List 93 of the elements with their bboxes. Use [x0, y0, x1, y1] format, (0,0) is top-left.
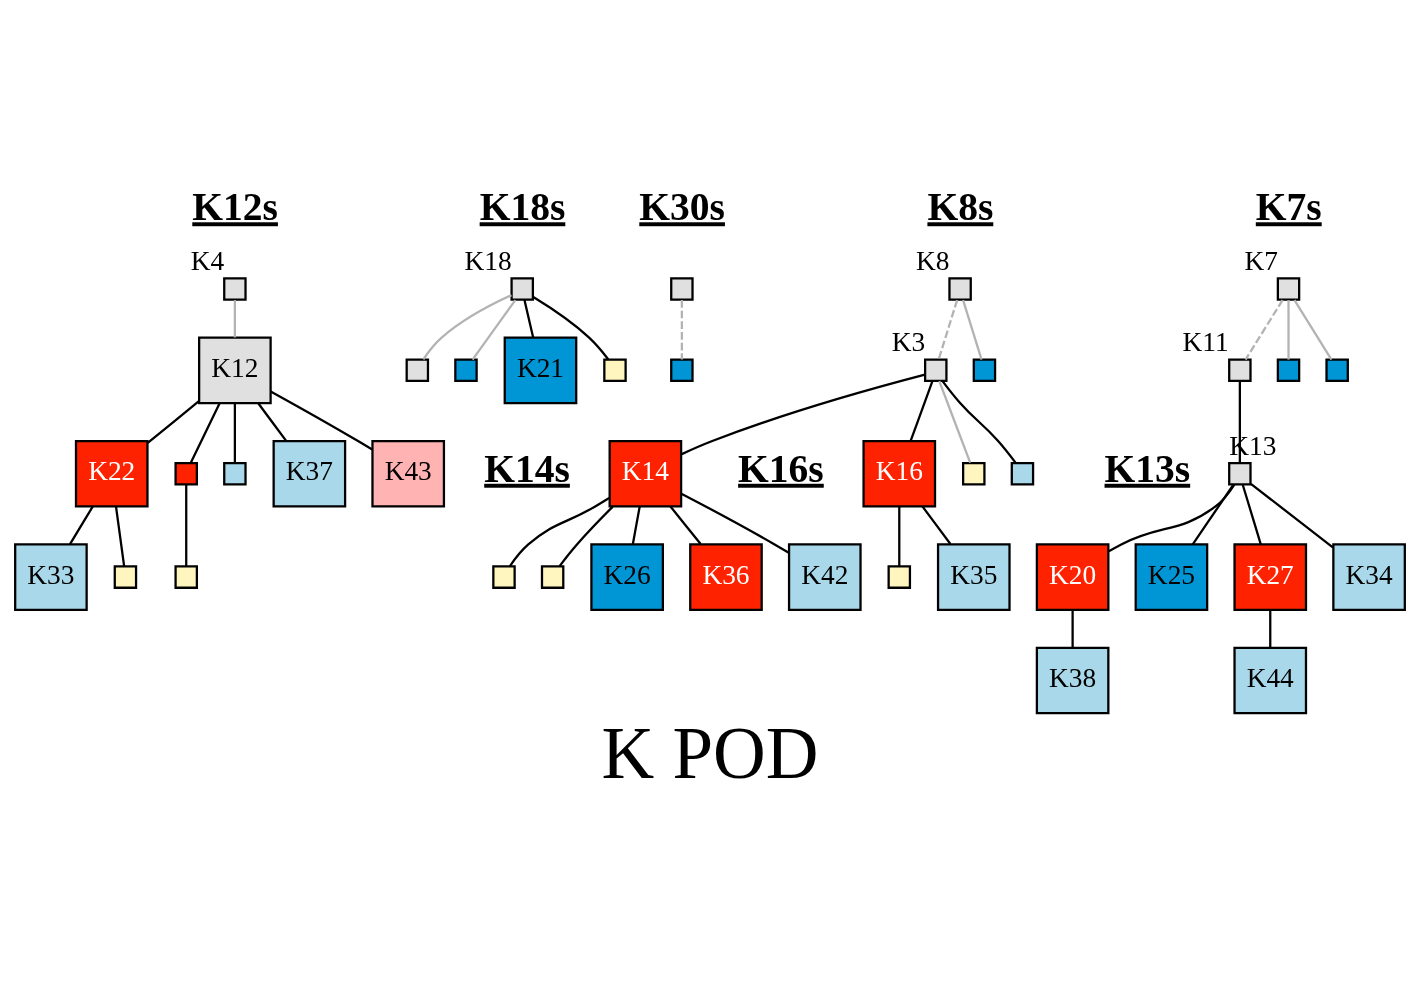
label: K30s	[639, 184, 725, 229]
connector	[921, 505, 952, 545]
connector	[1250, 482, 1334, 548]
connector	[681, 373, 926, 455]
node-box: K37	[272, 439, 347, 508]
connector	[270, 389, 373, 450]
node-box	[962, 461, 986, 485]
label: K7s	[1255, 184, 1322, 229]
connector	[1071, 609, 1074, 647]
node-box: K36	[689, 542, 763, 611]
node-box	[1276, 358, 1301, 382]
connector	[1287, 299, 1290, 360]
node-box	[1276, 276, 1301, 301]
connector	[422, 293, 512, 360]
node-box: K44	[1233, 646, 1308, 714]
connector	[233, 299, 236, 337]
node-box	[492, 564, 516, 589]
connector	[938, 380, 972, 463]
diagram-title: K POD	[601, 712, 819, 794]
connector	[185, 484, 188, 566]
node-box: K14	[608, 439, 683, 508]
node-label: K3	[891, 326, 926, 357]
connector	[523, 299, 535, 338]
connector	[189, 402, 221, 463]
connector	[233, 402, 236, 463]
connector	[532, 295, 610, 360]
node-box: K16	[862, 439, 937, 508]
connector	[69, 505, 94, 545]
node-box: K33	[14, 542, 88, 611]
connector	[680, 299, 683, 360]
node-box	[972, 358, 997, 382]
node-box: K38	[1035, 646, 1110, 714]
node-box	[223, 461, 247, 485]
node-box	[510, 276, 534, 301]
connector	[471, 298, 517, 360]
node-box	[174, 461, 198, 485]
label: K8s	[927, 184, 994, 229]
node-box: K35	[936, 542, 1011, 611]
node-box	[887, 564, 912, 589]
node-box	[113, 564, 138, 589]
connector	[1191, 483, 1235, 545]
node-box	[454, 358, 478, 382]
node-box: K12	[198, 336, 272, 404]
connector	[962, 299, 983, 360]
connector	[1293, 299, 1333, 360]
node-box	[1325, 358, 1349, 382]
node-box	[670, 358, 694, 382]
node-label: K11	[1182, 326, 1229, 357]
node-box	[948, 276, 972, 301]
connector	[898, 505, 901, 566]
node-box: K27	[1233, 542, 1308, 611]
node-box	[1228, 461, 1252, 485]
connector	[114, 505, 126, 567]
connector	[1244, 299, 1284, 360]
connector	[558, 505, 614, 567]
node-box	[540, 564, 565, 589]
node-box	[924, 358, 948, 382]
node-box: K22	[74, 439, 149, 508]
connector	[1241, 483, 1262, 545]
connector	[509, 496, 610, 567]
connector	[909, 380, 934, 441]
connector	[669, 505, 702, 545]
connector	[1269, 609, 1272, 647]
node-box: K25	[1134, 542, 1209, 611]
connector	[147, 400, 200, 444]
node-box: K34	[1332, 542, 1406, 611]
node-box	[1228, 358, 1252, 382]
connector	[680, 492, 790, 554]
connector	[257, 401, 287, 441]
label: K14s	[484, 446, 570, 491]
label: K18s	[479, 184, 566, 229]
node-box: K20	[1035, 542, 1110, 611]
node-label: K8	[916, 245, 950, 276]
label: K12s	[192, 184, 278, 229]
node-label: K7	[1244, 245, 1278, 276]
label: K16s	[738, 446, 824, 491]
node-box	[670, 276, 694, 301]
node-box	[405, 358, 430, 382]
node-box: K43	[371, 439, 446, 508]
node-label: K18	[464, 245, 512, 276]
connector	[937, 299, 959, 360]
node-box: K26	[590, 542, 664, 611]
connector	[631, 505, 641, 544]
connector	[941, 380, 1017, 463]
connector	[1108, 483, 1236, 552]
node-box: K42	[787, 542, 862, 611]
label: K13s	[1104, 446, 1191, 491]
node-box	[603, 358, 627, 382]
node-box	[1010, 461, 1035, 485]
node-label: K4	[190, 245, 225, 276]
node-box: K21	[503, 336, 578, 404]
node-box	[223, 276, 247, 301]
node-box	[174, 564, 198, 589]
